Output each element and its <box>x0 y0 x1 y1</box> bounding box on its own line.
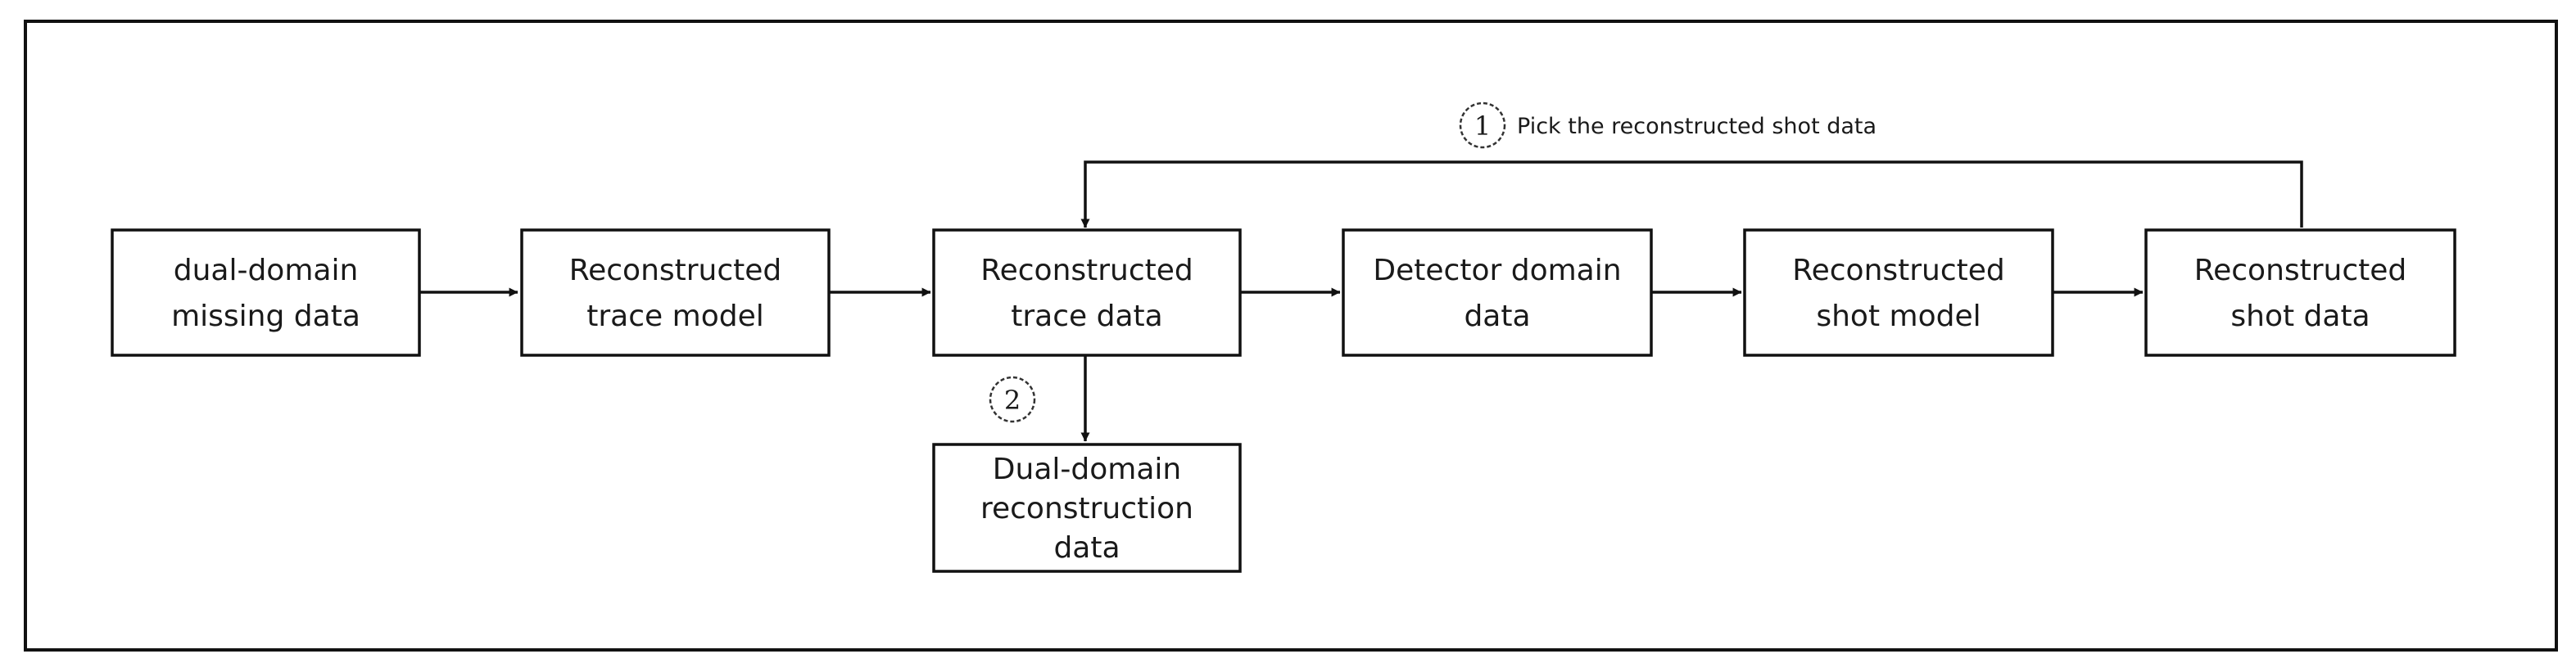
connectors <box>419 160 2303 442</box>
box-label-line: Detector domain <box>1373 254 1621 287</box>
box-label-line: missing data <box>171 300 360 333</box>
box-reconstructed-shot-model: Reconstructed shot model <box>1743 228 2054 357</box>
outer-frame <box>24 20 2558 652</box>
box-label-line: Reconstructed <box>2194 254 2407 287</box>
box-label-line: trace model <box>586 300 763 333</box>
step-marker-1-number: 1 <box>1474 110 1491 142</box>
output-annotation: 2 <box>989 376 1036 423</box>
feedback-label: Pick the reconstructed shot data <box>1517 114 1877 139</box>
box-label-line: trace data <box>1011 300 1162 333</box>
box-label-line: dual-domain <box>174 254 359 287</box>
box-reconstructed-trace-model: Reconstructed trace model <box>520 228 831 357</box>
box-detector-domain-data: Detector domain data <box>1342 228 1653 357</box>
box-label-line: Reconstructed <box>1792 254 2005 287</box>
feedback-annotation: 1 Pick the reconstructed shot data <box>1459 101 1877 149</box>
box-label-line: data <box>1053 531 1120 565</box>
box-label-line: reconstruction <box>980 492 1193 525</box>
box-label-line: Dual-domain <box>993 453 1181 486</box>
box-label-line: Reconstructed <box>569 254 782 287</box>
box-reconstructed-trace-data: Reconstructed trace data <box>932 228 1242 357</box>
step-marker-2-number: 2 <box>1004 385 1021 416</box>
box-label-line: data <box>1464 300 1530 333</box>
process-boxes: dual-domain missing data Reconstructed t… <box>111 228 2456 573</box>
feedback-arrow-shot-data-to-trace-data <box>1080 160 2303 228</box>
box-label-line: Reconstructed <box>980 254 1193 287</box>
box-reconstructed-shot-data: Reconstructed shot data <box>2144 228 2456 357</box>
step-marker-1 <box>1459 101 1506 149</box>
box-label-line: shot model <box>1816 300 1981 333</box>
box-dual-domain-missing-data: dual-domain missing data <box>111 228 421 357</box>
step-marker-2 <box>989 376 1036 423</box>
box-dual-domain-reconstruction-data: Dual-domain reconstruction data <box>932 443 1242 573</box>
box-label-line: shot data <box>2230 300 2370 333</box>
